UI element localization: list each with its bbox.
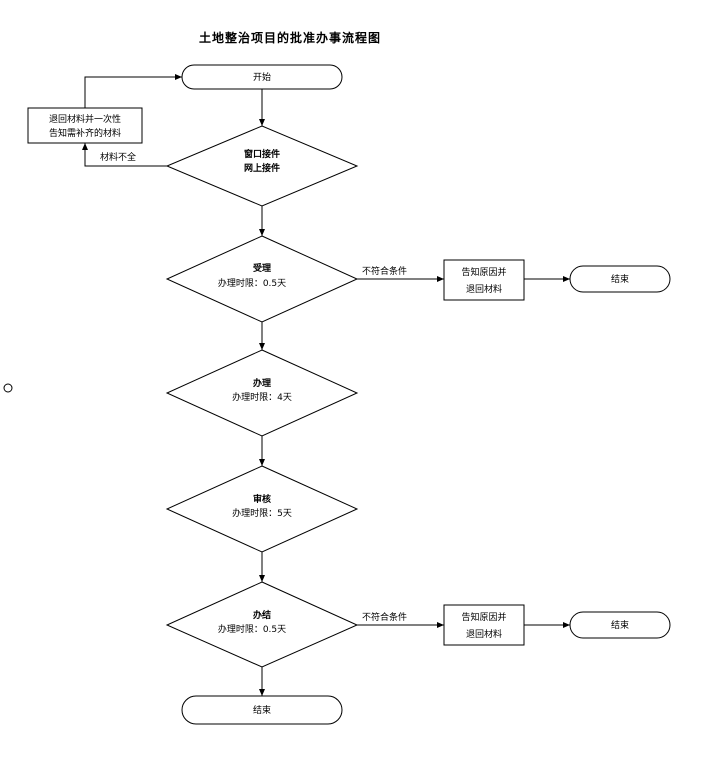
node-complete-time: 办理时限：0.5天 <box>218 623 286 635</box>
node-review-name: 审核 <box>253 493 271 505</box>
node-start-label: 开始 <box>253 71 271 83</box>
node-process-name: 办理 <box>253 377 271 389</box>
node-notify-2-line-2: 退回材料 <box>466 628 502 640</box>
node-accept-name: 受理 <box>253 262 271 274</box>
node-review: 审核 办理时限：5天 <box>165 465 359 553</box>
node-notify-1-line-1: 告知原因并 <box>461 266 506 278</box>
node-end-1-label: 结束 <box>611 273 629 285</box>
node-window-intake: 窗口接件 网上接件 <box>165 125 359 207</box>
edge-window-to-return <box>82 143 167 167</box>
node-window-line-2: 网上接件 <box>244 162 280 174</box>
edge-label-reject-1: 不符合条件 <box>362 265 407 277</box>
node-end-2: 结束 <box>569 611 671 639</box>
node-start: 开始 <box>181 64 343 90</box>
node-process: 办理 办理时限：4天 <box>165 349 359 437</box>
node-return-line-1: 退回材料并一次性 <box>49 113 121 125</box>
node-end-1: 结束 <box>569 265 671 293</box>
decorative-circle <box>3 383 13 393</box>
node-window-line-1: 窗口接件 <box>244 148 280 160</box>
node-accept: 受理 办理时限：0.5天 <box>165 235 359 323</box>
node-complete-name: 办结 <box>253 609 271 621</box>
node-notify-2: 告知原因并 退回材料 <box>443 604 525 646</box>
edge-return-to-start <box>84 74 182 108</box>
node-review-time: 办理时限：5天 <box>232 507 292 519</box>
node-return-line-2: 告知需补齐的材料 <box>49 127 121 139</box>
node-notify-1: 告知原因并 退回材料 <box>443 259 525 301</box>
node-notify-2-line-1: 告知原因并 <box>461 611 506 623</box>
node-accept-time: 办理时限：0.5天 <box>218 277 286 289</box>
node-end-2-label: 结束 <box>611 619 629 631</box>
node-complete: 办结 办理时限：0.5天 <box>165 581 359 668</box>
edge-label-reject-2: 不符合条件 <box>362 611 407 623</box>
edge-label-incomplete: 材料不全 <box>100 151 136 163</box>
diagram-title: 土地整治项目的批准办事流程图 <box>199 30 381 45</box>
node-process-time: 办理时限：4天 <box>232 391 292 403</box>
node-return-materials: 退回材料并一次性 告知需补齐的材料 <box>27 107 143 144</box>
node-end-main: 结束 <box>181 695 343 725</box>
node-notify-1-line-2: 退回材料 <box>466 283 502 295</box>
node-end-main-label: 结束 <box>253 704 271 716</box>
